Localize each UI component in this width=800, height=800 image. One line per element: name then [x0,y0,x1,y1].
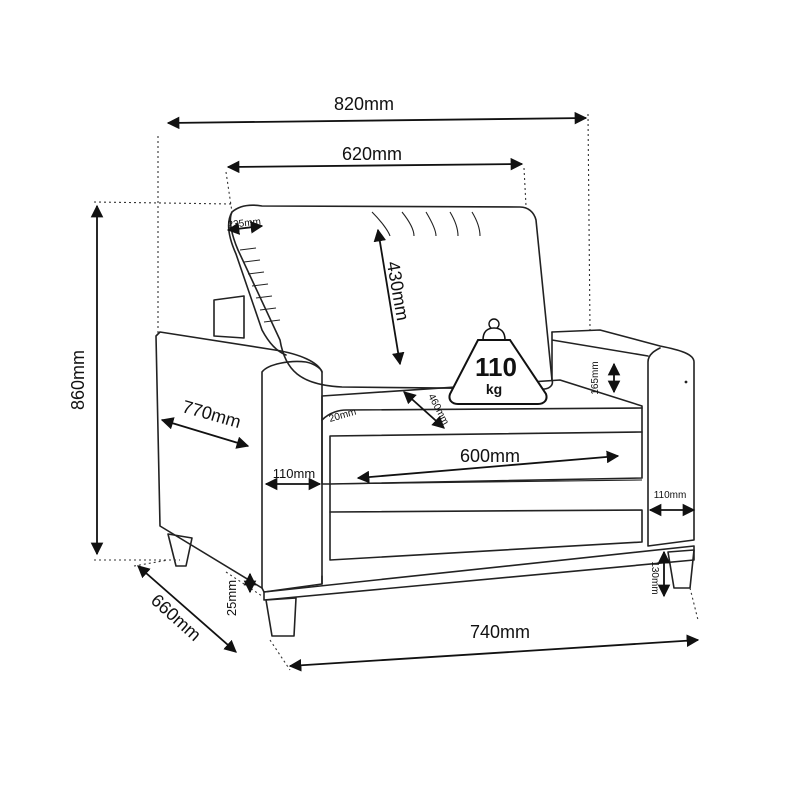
weight-badge-top [482,327,506,341]
left-arm-front-face [261,360,323,589]
arrow-arm-length [160,417,250,449]
seat-base [329,509,643,561]
rear-frame-block [213,295,245,339]
dimension-labels: 820mm 620mm 235mm 430mm 860mm 770mm 110m… [68,94,686,645]
back-cushion-stitching [371,211,481,237]
arrow-total-width [166,111,588,130]
label-leg-height-left: 25mm [224,580,239,616]
arrow-seat-width [356,450,620,484]
label-total-width: 820mm [334,94,394,114]
arrow-backrest-height [373,228,405,366]
label-arm-height: 165mm [590,361,601,394]
label-backrest-width: 620mm [342,144,402,164]
leg-front-right [667,549,695,589]
label-base-width: 740mm [470,622,530,642]
seat-cushion-front [329,431,643,513]
label-cushion-thickness: 20mm [328,407,358,425]
seat-cushion-top [321,407,643,421]
label-backrest-depth: 235mm [227,217,261,231]
label-arm-width-right: 110mm [654,490,687,501]
seat-cushion [321,379,643,485]
weight-badge-body [448,339,548,405]
right-arm-button [684,380,688,384]
base-frame [263,545,695,601]
weight-unit: kg [486,381,502,397]
arrow-backrest-depth [226,221,264,235]
leg-front-left [265,597,297,637]
arrow-total-depth [137,565,237,653]
left-arm [155,331,323,593]
arrow-base-width [288,634,700,672]
label-arm-length: 770mm [180,396,243,432]
label-arm-width-left: 110mm [273,466,315,481]
back-cushion [229,204,554,390]
weight-value: 110 [475,352,517,382]
label-leg-height-right: 130mm [649,561,660,594]
weight-badge: 110 kg [448,318,548,405]
arrow-seat-depth [403,391,445,429]
extension-lines [93,113,699,671]
arrow-backrest-width [226,157,524,174]
label-seat-width: 600mm [460,446,520,466]
dimension-arrows [90,111,700,672]
back-cushion-ribs [239,247,281,323]
right-arm [551,329,695,547]
right-arm-inner [551,331,649,381]
label-total-height: 860mm [68,350,88,410]
